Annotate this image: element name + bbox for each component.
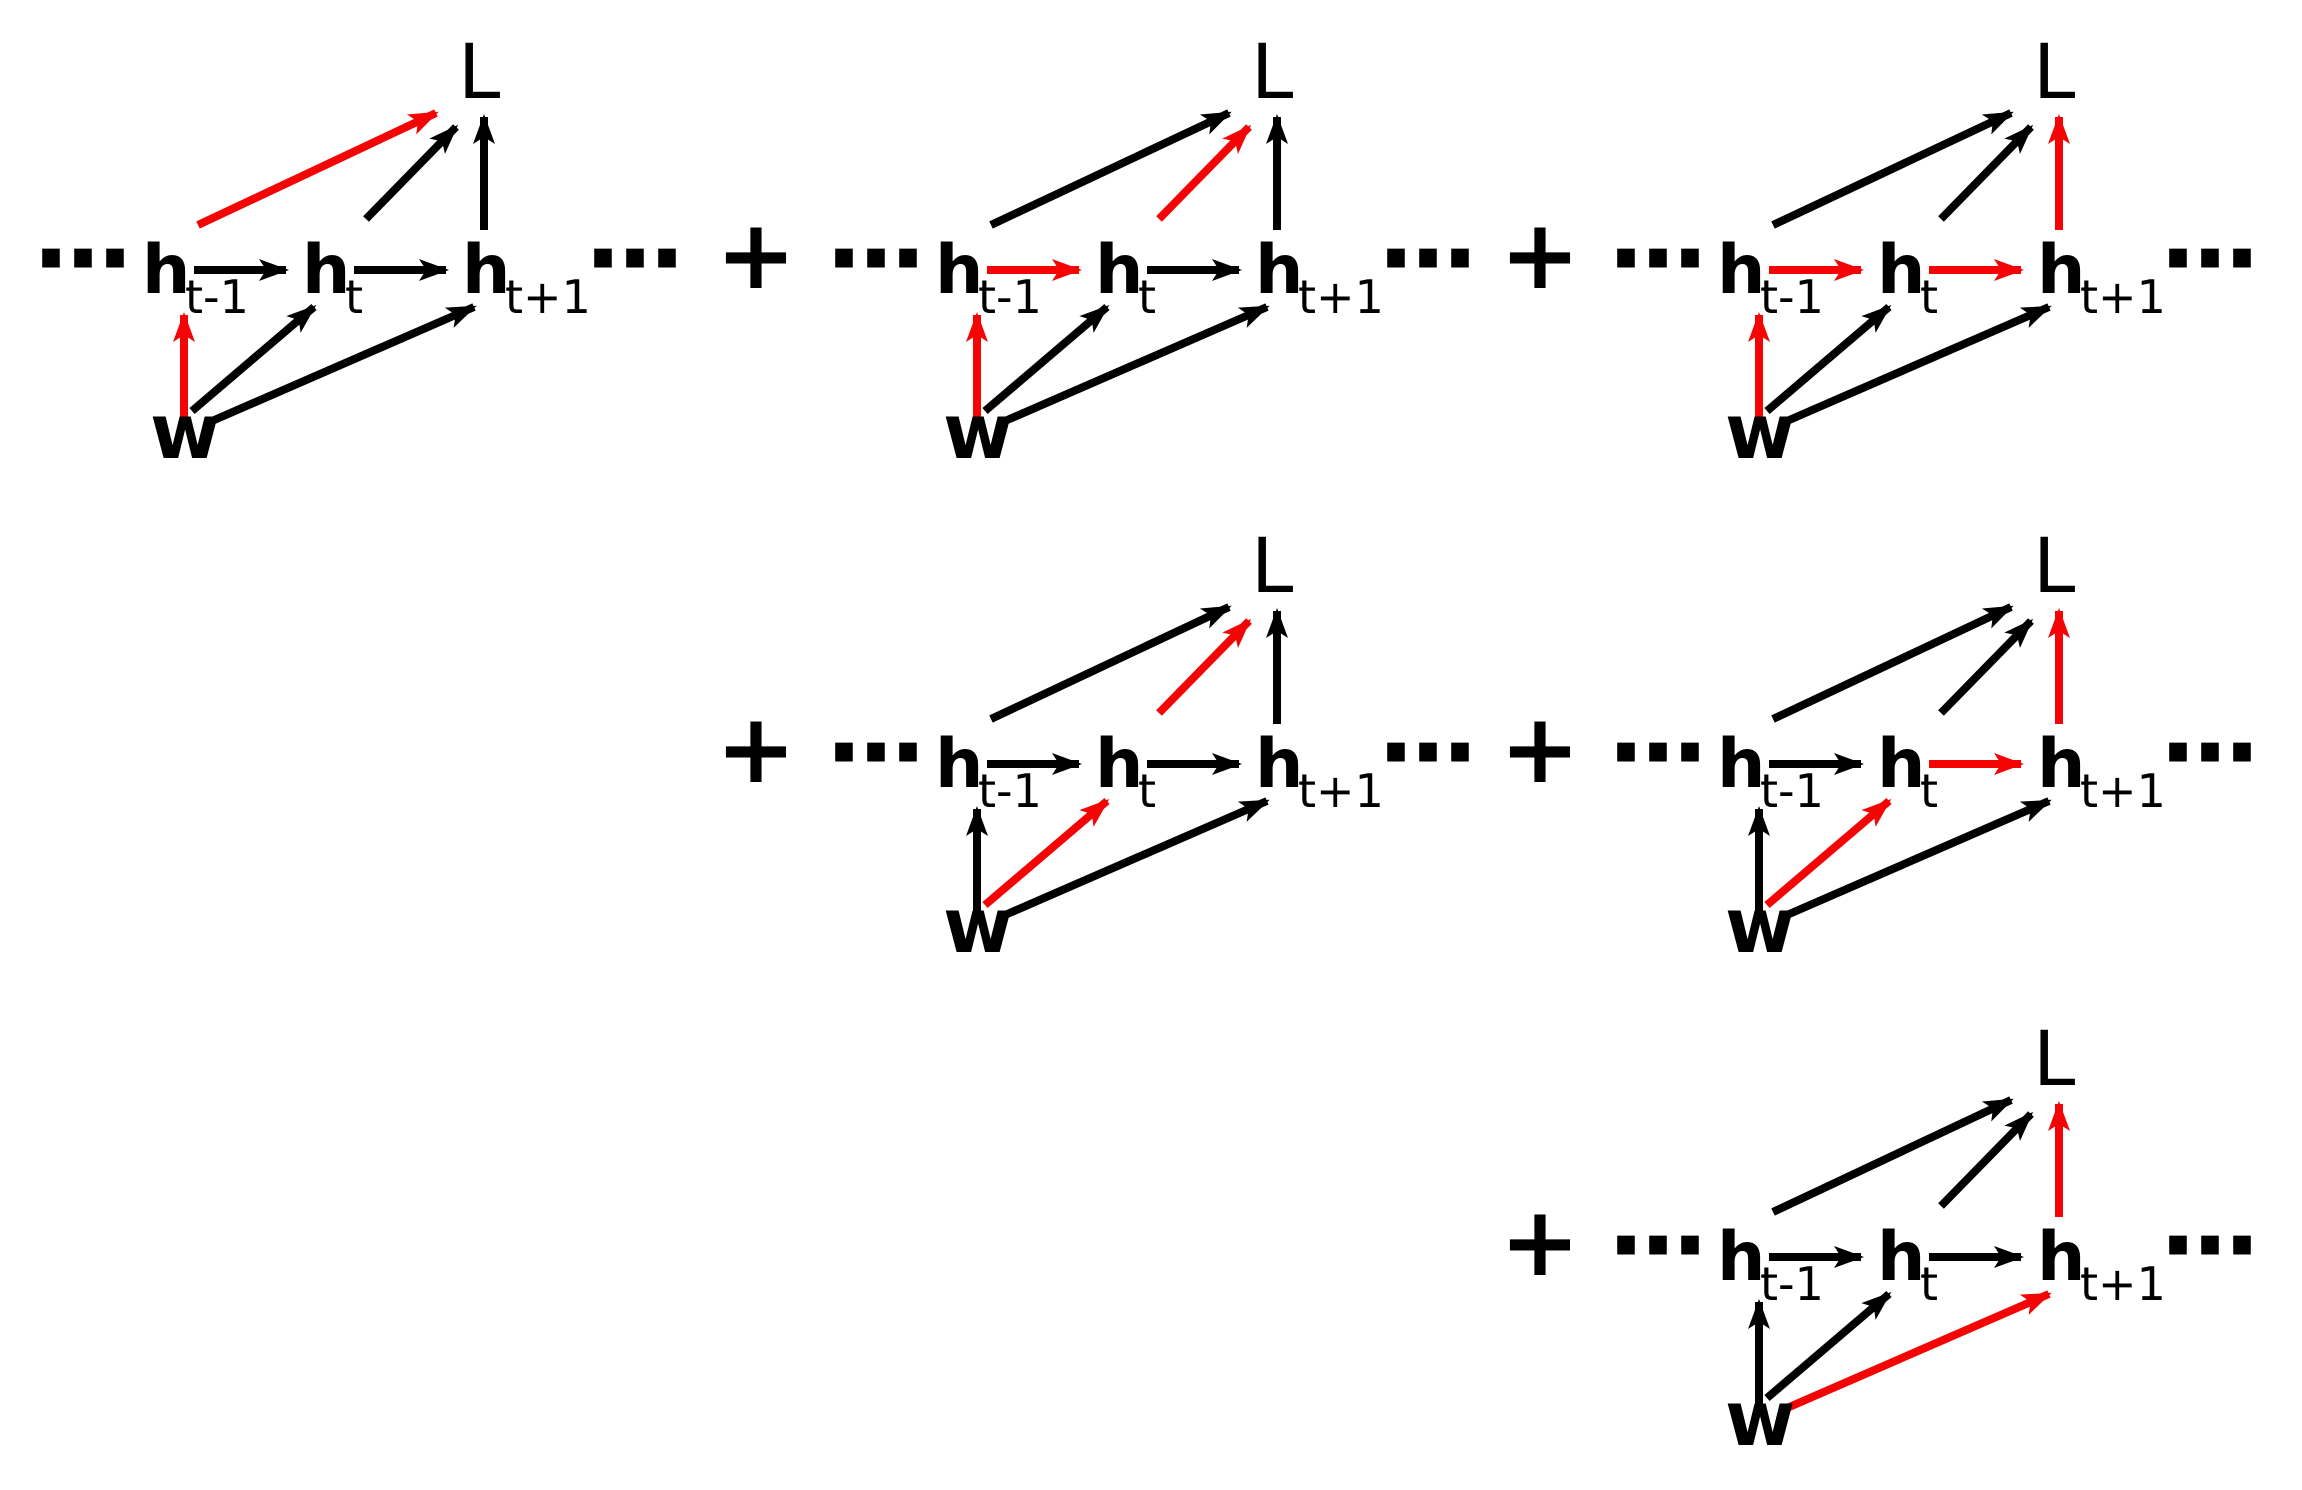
term-1-node-h-next-base: h — [462, 231, 510, 310]
plus-separator-4: + — [1500, 693, 1580, 805]
term-6-node-h-t-base: h — [1877, 1218, 1925, 1297]
term-4-node-weight-label: w — [943, 881, 1013, 970]
term-5-edge-h_prev-L — [1771, 603, 2014, 723]
term-4-edge-w-h_next — [1003, 797, 1270, 919]
term-5-node-h-next-sub: t+1 — [2080, 764, 2166, 818]
term-6-node-weight-label: w — [1725, 1374, 1795, 1463]
term-3-node-h-prev-sub: t-1 — [1760, 270, 1824, 324]
term-4-edge-h_t-L-red — [1156, 618, 1252, 716]
term-5-ellipsis-left: ··· — [1607, 694, 1703, 811]
term-4-node-h-prev-base: h — [935, 725, 983, 804]
term-2-node-h-prev-sub: t-1 — [978, 270, 1042, 324]
term-4-node-h-t-sub: t — [1138, 764, 1156, 818]
term-6-ellipsis-left: ··· — [1607, 1187, 1703, 1304]
term-2-edge-h_prev-L — [989, 109, 1232, 229]
plus-separator-1: + — [716, 199, 796, 311]
plus-separator-2: + — [1500, 199, 1580, 311]
term-4-node-h-next-sub: t+1 — [1298, 764, 1384, 818]
term-6-node-loss-label: L — [2033, 1014, 2075, 1103]
term-3-node-h-prev-base: h — [1717, 231, 1765, 310]
term-3-node-weight-label: w — [1725, 387, 1795, 476]
term-1-node-h-prev-sub: t-1 — [185, 270, 249, 324]
plus-separator-5: + — [1500, 1186, 1580, 1298]
term-5-node-h-t-base: h — [1877, 725, 1925, 804]
term-2-node-h-t-base: h — [1095, 231, 1143, 310]
term-5-node-h-next-base: h — [2037, 725, 2085, 804]
term-6-edge-h_t-L — [1938, 1111, 2034, 1209]
term-1-ellipsis-left: ··· — [32, 200, 128, 317]
term-2-ellipsis-right: ··· — [1377, 200, 1473, 317]
term-4-ellipsis-left: ··· — [825, 694, 921, 811]
term-3-edge-w-h_next — [1785, 303, 2052, 425]
term-5-node-h-prev-base: h — [1717, 725, 1765, 804]
term-6-edge-h_prev-L — [1771, 1096, 2014, 1216]
term-2-node-weight-label: w — [943, 387, 1013, 476]
term-2-node-loss-label: L — [1251, 27, 1293, 116]
term-6-node-h-prev-sub: t-1 — [1760, 1257, 1824, 1311]
term-2-node-h-next-base: h — [1255, 231, 1303, 310]
term-2-ellipsis-left: ··· — [825, 200, 921, 317]
term-3-node-h-next-base: h — [2037, 231, 2085, 310]
term-6-edge-w-h_t — [1764, 1290, 1892, 1402]
term-1-node-loss-label: L — [458, 27, 500, 116]
term-3-node-h-t-sub: t — [1920, 270, 1938, 324]
term-3-edge-h_prev-L — [1771, 109, 2014, 229]
term-6-ellipsis-right: ··· — [2159, 1187, 2255, 1304]
term-4-node-h-next-base: h — [1255, 725, 1303, 804]
term-5-edge-w-h_t-red — [1764, 797, 1892, 909]
term-3-node-loss-label: L — [2033, 27, 2075, 116]
term-6-edge-w-h_next-red — [1785, 1290, 2052, 1412]
term-5-edge-h_t-L — [1938, 618, 2034, 716]
term-3-edge-w-h_t — [1764, 303, 1892, 415]
term-6-node-h-next-base: h — [2037, 1218, 2085, 1297]
term-2-edge-w-h_t — [982, 303, 1110, 415]
term-1-ellipsis-right: ··· — [584, 200, 680, 317]
term-2-node-h-next-sub: t+1 — [1298, 270, 1384, 324]
term-1-node-h-t-sub: t — [345, 270, 363, 324]
term-6-node-h-next-sub: t+1 — [2080, 1257, 2166, 1311]
term-5-node-weight-label: w — [1725, 881, 1795, 970]
term-4-edge-w-h_t-red — [982, 797, 1110, 909]
plus-separator-3: + — [716, 693, 796, 805]
term-4-node-h-prev-sub: t-1 — [978, 764, 1042, 818]
term-1-node-weight-label: w — [150, 387, 220, 476]
term-2-node-h-t-sub: t — [1138, 270, 1156, 324]
term-2-edge-w-h_next — [1003, 303, 1270, 425]
term-3-node-h-next-sub: t+1 — [2080, 270, 2166, 324]
term-1-node-h-prev-base: h — [142, 231, 190, 310]
term-1-edge-w-h_next — [210, 303, 477, 425]
term-3-node-h-t-base: h — [1877, 231, 1925, 310]
term-4-edge-h_prev-L — [989, 603, 1232, 723]
term-4-ellipsis-right: ··· — [1377, 694, 1473, 811]
term-1-node-h-next-sub: t+1 — [505, 270, 591, 324]
term-3-ellipsis-right: ··· — [2159, 200, 2255, 317]
term-1-edge-h_t-L — [363, 124, 459, 222]
term-5-node-h-t-sub: t — [1920, 764, 1938, 818]
term-3-ellipsis-left: ··· — [1607, 200, 1703, 317]
term-6-node-h-t-sub: t — [1920, 1257, 1938, 1311]
term-6-node-h-prev-base: h — [1717, 1218, 1765, 1297]
term-3-edge-h_t-L — [1938, 124, 2034, 222]
term-5-ellipsis-right: ··· — [2159, 694, 2255, 811]
term-5-node-h-prev-sub: t-1 — [1760, 764, 1824, 818]
term-2-edge-h_t-L-red — [1156, 124, 1252, 222]
term-2-node-h-prev-base: h — [935, 231, 983, 310]
term-1-edge-h_prev-L-red — [196, 109, 439, 229]
term-4-node-loss-label: L — [1251, 521, 1293, 610]
term-1-edge-w-h_t — [189, 303, 317, 415]
term-5-node-loss-label: L — [2033, 521, 2075, 610]
term-5-edge-w-h_next — [1785, 797, 2052, 919]
term-1-node-h-t-base: h — [302, 231, 350, 310]
term-4-node-h-t-base: h — [1095, 725, 1143, 804]
